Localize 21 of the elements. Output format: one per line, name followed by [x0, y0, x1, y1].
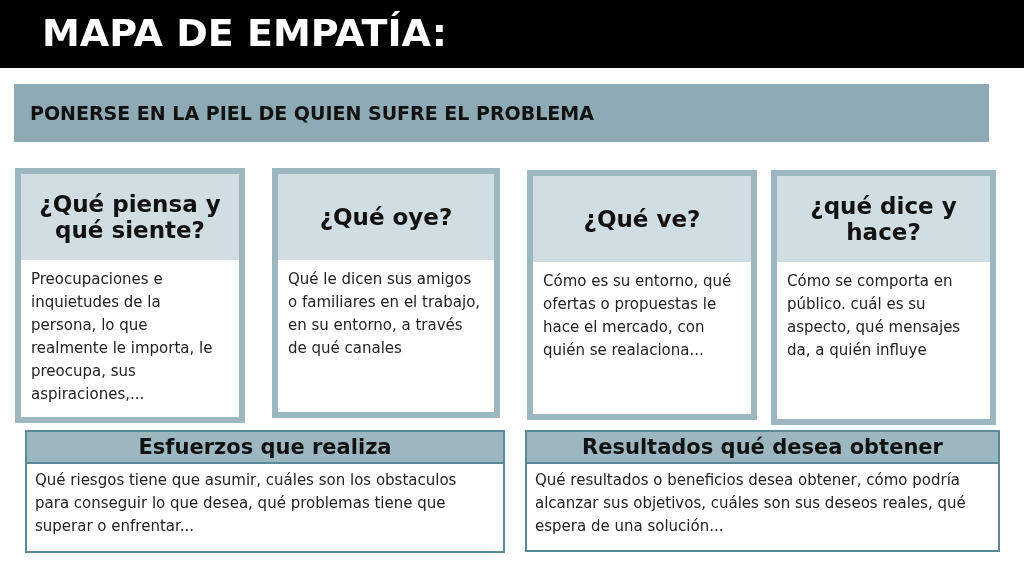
title: MAPA DE EMPATÍA:	[42, 10, 447, 57]
card-heading: ¿Qué oye?	[319, 204, 453, 230]
card-text: Cómo se comporta en público. cuál es su aspecto, qué mensajes da, a quién influye	[787, 272, 961, 359]
info-card	[272, 168, 500, 418]
card-heading: Resultados qué desea obtener	[582, 435, 943, 459]
info-card	[525, 430, 1000, 552]
info-card	[25, 430, 505, 553]
card-text: Qué le dicen sus amigos o familiares en el trabajo, en su entorno, a través de qué canales	[288, 270, 481, 357]
card-heading: ¿qué dice y hace?	[809, 193, 958, 245]
subtitle: PONERSE EN LA PIEL DE QUIEN SUFRE EL PROBLEMA	[30, 102, 594, 124]
card-text: Qué riesgos tiene que asumir, cuáles son los obstaculos para conseguir lo que desea, qué problemas tiene que superar o enfrentar...	[35, 471, 457, 535]
heading-band	[14, 84, 989, 142]
info-card	[527, 170, 757, 420]
card-heading: ¿Qué ve?	[583, 206, 701, 232]
info-card	[15, 168, 245, 423]
card-heading: Esfuerzos que realiza	[138, 435, 392, 459]
card-text: Cómo es su entorno, qué ofertas o propuestas le hace el mercado, con quién se realaciona...	[543, 272, 732, 359]
card-text: Preocupaciones e inquietudes de la persona, lo que realmente le importa, le preocupa, sus aspiraciones,...	[31, 270, 213, 403]
info-card	[771, 170, 996, 425]
card-text: Qué resultados o beneficios desea obtener, cómo podría alcanzar sus objetivos, cuáles son sus deseos reales, qué espera de una solución...	[535, 471, 966, 535]
card-heading: ¿Qué piensa y qué siente?	[38, 191, 222, 243]
